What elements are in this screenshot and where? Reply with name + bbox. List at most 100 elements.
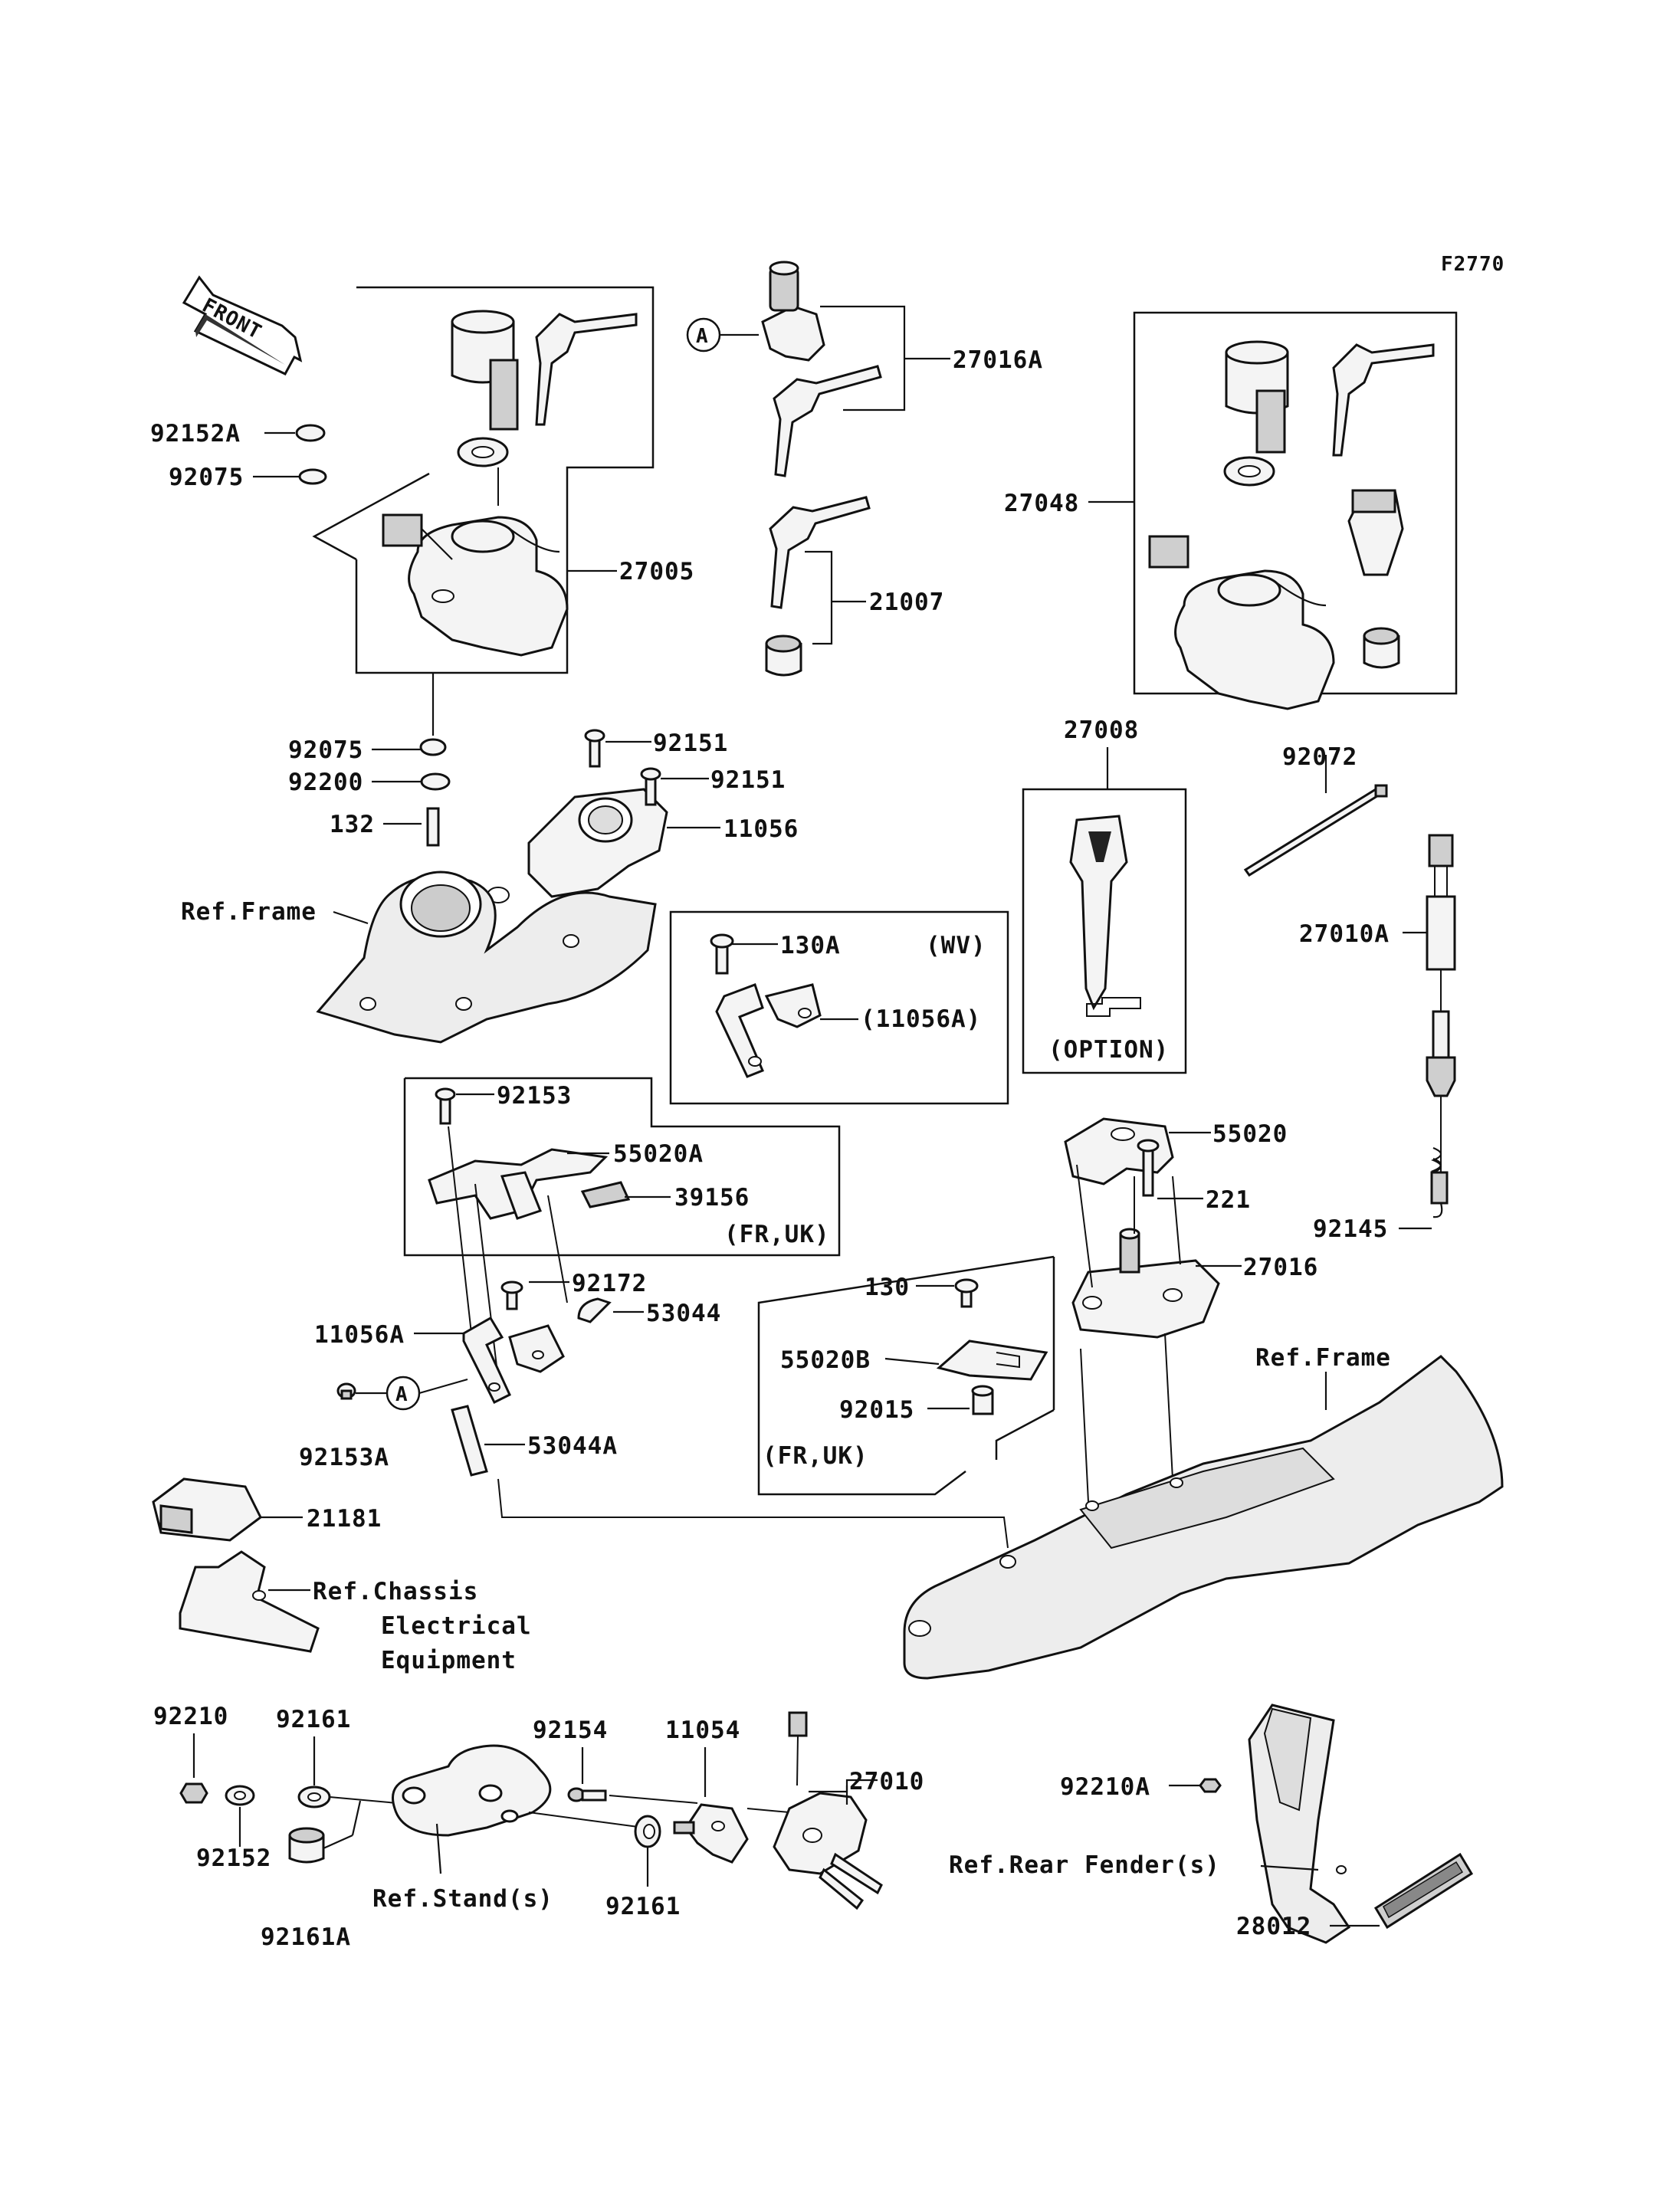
option-box (1022, 788, 1187, 1074)
ignition-switch-body (408, 516, 569, 657)
side-stand-switch-27010 (773, 1711, 883, 1910)
label-92152: 92152 (196, 1844, 271, 1872)
label-55020: 55020 (1212, 1120, 1288, 1148)
label-ref-frame-left: Ref.Frame (181, 898, 317, 926)
tube-53044A (451, 1405, 488, 1477)
label-ref-rear-fender: Ref.Rear Fender(s) (949, 1851, 1220, 1879)
screw-130 (954, 1278, 979, 1308)
label-92153A: 92153A (299, 1444, 389, 1471)
bracket-55020A (428, 1148, 609, 1220)
label-92161-a: 92161 (276, 1706, 351, 1733)
label-55020B: 55020B (780, 1346, 871, 1374)
label-28012: 28012 (1236, 1913, 1311, 1940)
stand-bracket (392, 1744, 552, 1837)
label-92075-top: 92075 (169, 464, 244, 491)
assembly-box-27005 (355, 286, 655, 674)
frame-left (316, 871, 657, 1044)
bolt-132 (426, 807, 440, 847)
washer-92075-bottom (419, 738, 447, 756)
screw-92151-b (640, 767, 661, 806)
wv-label: (WV) (926, 932, 986, 959)
label-92015: 92015 (839, 1396, 914, 1424)
nut-92015 (971, 1385, 994, 1415)
seat-lock-27016A (761, 261, 825, 362)
seat-lock-27016 (1071, 1228, 1220, 1339)
arm-11054 (673, 1803, 749, 1864)
label-27016A: 27016A (953, 346, 1043, 374)
label-130: 130 (865, 1274, 910, 1301)
svg-text:A: A (395, 1383, 409, 1406)
reflector-28012 (1373, 1852, 1474, 1930)
screw-92153 (435, 1087, 456, 1125)
label-ref-chassis-3: Equipment (381, 1647, 517, 1674)
chassis-bracket (179, 1550, 320, 1653)
label-92200: 92200 (288, 769, 363, 796)
label-92152A: 92152A (150, 420, 241, 448)
switch-27010A (1426, 834, 1456, 1119)
callout-a-top: A (686, 317, 721, 353)
option-label: (OPTION) (1048, 1036, 1169, 1064)
nut-92152A (295, 424, 326, 442)
nut-92210A (1199, 1778, 1222, 1793)
label-92151-b: 92151 (710, 766, 786, 794)
screw-92151-a (584, 729, 605, 768)
label-53044A: 53044A (527, 1432, 618, 1460)
plate-39156 (580, 1181, 631, 1208)
figure-code: F2770 (1441, 253, 1504, 276)
label-27010: 27010 (849, 1768, 924, 1795)
ignition-switch-27005-group (312, 286, 655, 736)
label-ref-frame-right: Ref.Frame (1255, 1344, 1391, 1372)
cable-tie-92072 (1243, 784, 1388, 877)
label-92210: 92210 (153, 1703, 228, 1730)
label-27010A: 27010A (1299, 920, 1390, 948)
label-ref-chassis-2: Electrical (381, 1612, 532, 1640)
svg-text:A: A (696, 325, 709, 348)
label-92151-a: 92151 (653, 730, 728, 757)
label-53044: 53044 (646, 1300, 721, 1327)
ignition-switch-27048 (1148, 340, 1435, 710)
grommet-92161 (297, 1785, 331, 1808)
bracket-11056 (487, 788, 668, 903)
label-92161-b: 92161 (605, 1893, 681, 1920)
washer-92075-top (298, 468, 327, 485)
label-92075-bottom: 92075 (288, 736, 363, 764)
callout-a-bottom: A (386, 1376, 421, 1411)
label-92072: 92072 (1282, 743, 1357, 771)
washer-92152 (225, 1785, 255, 1806)
plate-53044 (577, 1297, 612, 1323)
bracket-11056A (462, 1316, 565, 1405)
spring-92145 (1430, 1119, 1449, 1218)
label-11056A-paren: (11056A) (861, 1005, 981, 1033)
grommet-92161-b (634, 1815, 661, 1848)
label-ref-stand: Ref.Stand(s) (372, 1885, 553, 1913)
label-27048: 27048 (1004, 490, 1079, 517)
front-arrow-icon: FRONT (182, 275, 303, 375)
label-221: 221 (1206, 1186, 1251, 1214)
fr-uk-box (757, 1255, 1055, 1496)
cover-55020 (1064, 1117, 1174, 1185)
nut-92210 (179, 1782, 208, 1804)
fr-uk-label-1: (FR,UK) (724, 1221, 830, 1248)
key-27016A (773, 365, 882, 477)
label-27005: 27005 (619, 558, 694, 585)
label-27008: 27008 (1064, 716, 1139, 744)
label-11054: 11054 (665, 1717, 740, 1744)
fr-uk-label-2: (FR,UK) (763, 1442, 868, 1470)
key-27008 (1069, 815, 1141, 1017)
label-27016: 27016 (1243, 1254, 1318, 1281)
key-21007 (769, 496, 871, 609)
label-21181: 21181 (307, 1505, 382, 1533)
relay-box-21181 (152, 1477, 262, 1542)
screw-221 (1137, 1139, 1160, 1197)
key-27005 (535, 313, 638, 426)
bracket-11056A-wv (715, 983, 822, 1078)
label-92161A: 92161A (261, 1923, 351, 1951)
cap-21007 (765, 635, 802, 677)
label-92145: 92145 (1313, 1215, 1388, 1243)
label-92154: 92154 (533, 1717, 608, 1744)
wv-box (669, 910, 1009, 1105)
label-ref-chassis-1: Ref.Chassis (313, 1578, 478, 1605)
label-92153: 92153 (497, 1082, 572, 1110)
cap-92161A (288, 1827, 325, 1864)
